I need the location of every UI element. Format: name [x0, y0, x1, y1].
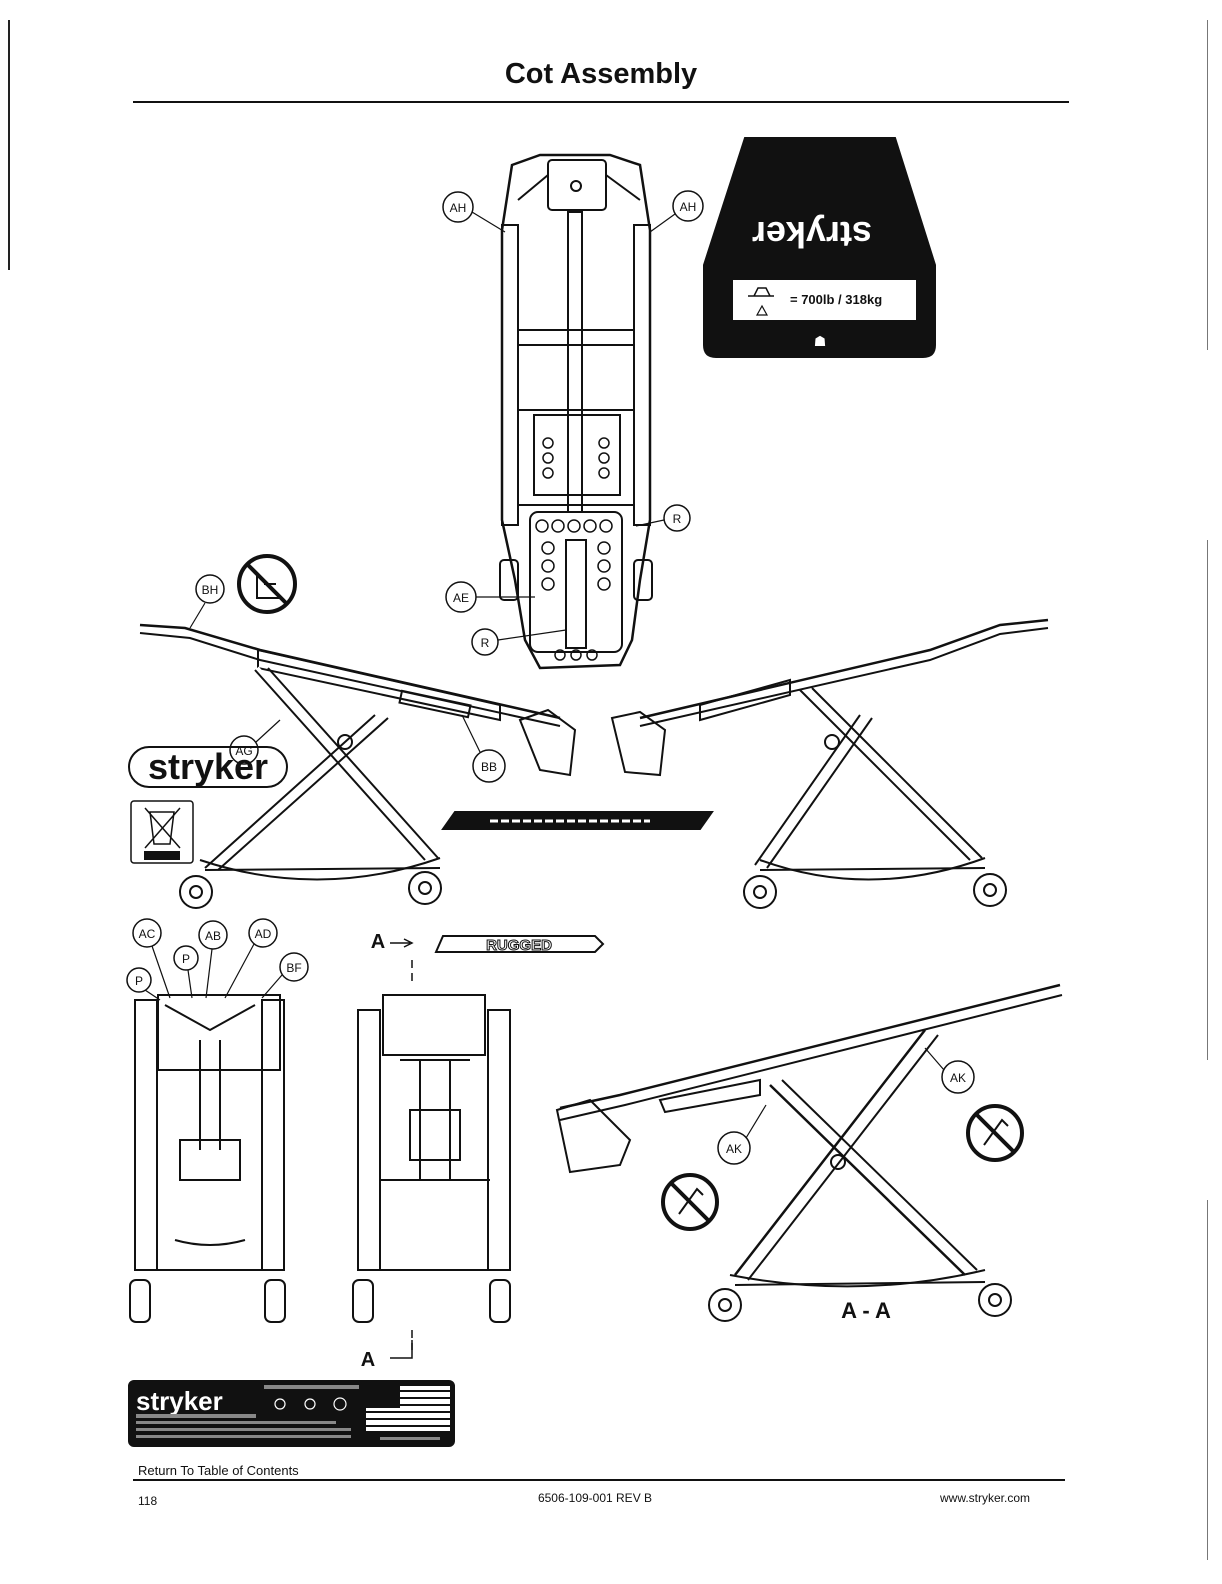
no-lifting-icon-right	[968, 1106, 1022, 1160]
callout-label: AC	[139, 927, 156, 941]
callout-p-left: P	[127, 968, 160, 1000]
rugged-badge: RUGGED	[436, 936, 603, 954]
callout-label: P	[135, 974, 143, 988]
callout-ah-left: AH	[443, 192, 505, 232]
callout-label: R	[673, 512, 682, 526]
callout-ab: AB	[199, 921, 227, 998]
callout-label: AH	[450, 201, 467, 215]
section-view-drawing	[557, 985, 1062, 1321]
callout-bf: BF	[262, 953, 308, 998]
load-rating-text: = 700lb / 318kg	[790, 292, 882, 307]
callout-p-upper: P	[174, 946, 198, 998]
front-view-drawing	[130, 995, 285, 1322]
top-view-drawing	[500, 155, 652, 668]
callout-ak-lower: AK	[718, 1105, 766, 1164]
callout-label: AE	[453, 591, 469, 605]
callout-label: AK	[726, 1142, 742, 1156]
callout-ak-upper: AK	[925, 1048, 974, 1093]
callout-r-upper: R	[636, 505, 690, 531]
side-view-right-drawing	[612, 620, 1048, 908]
weee-disposal-icon	[131, 801, 193, 863]
load-plate-brand: stryker	[752, 214, 872, 255]
footer-rule	[133, 1479, 1065, 1481]
brand-logo-text: stryker	[148, 746, 268, 787]
user-manual-icon: ☗	[814, 333, 827, 349]
section-mark-top: A	[371, 931, 385, 953]
power-pro-decal	[443, 812, 712, 829]
document-number: 6506-109-001 REV B	[0, 1491, 1222, 1505]
callout-ah-right: AH	[650, 191, 703, 232]
callout-label: AD	[255, 927, 272, 941]
serial-label-brand: stryker	[136, 1386, 223, 1416]
no-lifting-icon-left	[663, 1175, 717, 1229]
callout-label: P	[182, 952, 190, 966]
callout-ad: AD	[225, 919, 277, 998]
callout-label: AB	[205, 929, 221, 943]
callout-ae: AE	[446, 582, 535, 612]
table-of-contents-link[interactable]: Return To Table of Contents	[138, 1463, 299, 1478]
callout-label: BH	[202, 583, 219, 597]
rear-view-drawing	[353, 939, 510, 1358]
product-serial-label: stryker	[129, 1381, 454, 1446]
document-number-text: 6506-109-001 REV B	[538, 1491, 652, 1505]
rugged-badge-text: RUGGED	[486, 937, 552, 954]
callout-label: R	[481, 636, 490, 650]
callout-label: BF	[286, 961, 301, 975]
section-mark-bottom: A	[361, 1349, 375, 1371]
stryker-logo-label: stryker	[129, 746, 287, 787]
website-url: www.stryker.com	[940, 1491, 1030, 1505]
callout-label: AK	[950, 1071, 966, 1085]
callout-bh: BH	[190, 575, 224, 628]
load-rating-plate: stryker = 700lb / 318kg ☗	[704, 138, 935, 357]
section-view-label: A - A	[841, 1298, 891, 1323]
callout-label: BB	[481, 760, 497, 774]
callout-label: AH	[680, 200, 697, 214]
callout-bb: BB	[462, 715, 505, 782]
no-sitting-icon	[239, 556, 295, 612]
